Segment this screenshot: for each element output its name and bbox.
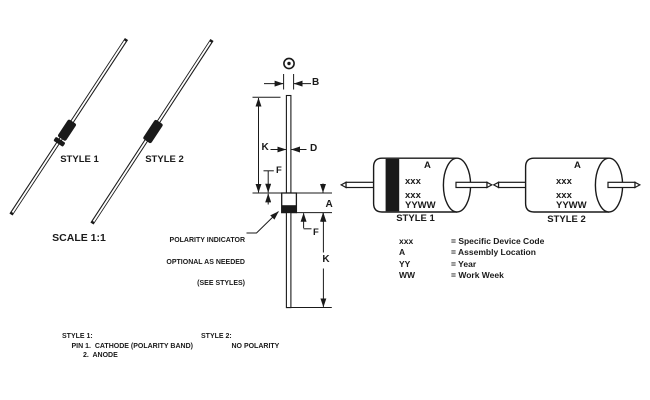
polarity-note-line1: POLARITY INDICATOR bbox=[169, 237, 245, 244]
scale-style1-label: STYLE 1 bbox=[60, 154, 99, 165]
marking-device-style1 bbox=[339, 157, 494, 213]
s1-right-lead-tip bbox=[486, 181, 494, 189]
polarity-note-line2: OPTIONAL AS NEEDED bbox=[166, 258, 245, 266]
legend-def-xxx: = Specific Device Code bbox=[451, 235, 545, 246]
polarity-leader-line bbox=[246, 211, 279, 234]
s2-mark-device-code-1: xxx bbox=[556, 175, 572, 187]
scale-diode-style1 bbox=[9, 37, 129, 216]
s2-mark-device-code-2: xxx bbox=[556, 189, 572, 201]
dim-label-b: B bbox=[312, 76, 320, 88]
s2-mark-assembly: A bbox=[574, 159, 581, 171]
polarity-note-line3: (SEE STYLES) bbox=[197, 280, 245, 288]
lead-end-view-outer bbox=[283, 57, 295, 70]
body-polarity-band bbox=[281, 205, 297, 213]
s1-left-lead bbox=[345, 181, 375, 189]
legend-term-ww: WW bbox=[399, 270, 416, 280]
s1-right-lead bbox=[455, 181, 488, 189]
legend-def-a: = Assembly Location bbox=[451, 247, 536, 257]
s2-right-lead-tip bbox=[634, 181, 642, 189]
marking-device-style2 bbox=[492, 157, 642, 213]
dim-label-d: D bbox=[310, 143, 318, 154]
polarity-indicator-note: POLARITY INDICATOR OPTIONAL AS NEEDED (S… bbox=[155, 223, 245, 302]
s2-left-lead-tip bbox=[492, 181, 500, 189]
legend-term-xxx: xxx bbox=[399, 235, 414, 246]
s1-mark-device-code-2: xxx bbox=[405, 189, 421, 201]
legend-def-yy: = Year bbox=[451, 258, 477, 269]
s1-cathode-band bbox=[385, 158, 400, 212]
dim-label-k-top: K bbox=[261, 141, 269, 153]
dim-label-k-bottom: K bbox=[322, 254, 330, 265]
s2-left-lead bbox=[497, 181, 528, 189]
lead-end-view-dot bbox=[287, 61, 291, 66]
s1-left-lead-tip bbox=[339, 181, 347, 189]
scale-ratio-label: SCALE 1:1 bbox=[52, 232, 106, 244]
lower-lead bbox=[285, 212, 292, 309]
s2-right-lead bbox=[607, 181, 636, 189]
dim-label-f-top: F bbox=[276, 165, 282, 176]
diode2-body bbox=[143, 119, 163, 144]
legend-term-yy: YY bbox=[399, 258, 411, 269]
legend-def-ww: = Work Week bbox=[451, 270, 504, 280]
diode1-polarity-band bbox=[53, 137, 65, 147]
s2-body bbox=[524, 157, 609, 213]
s2-device-label: STYLE 2 bbox=[547, 213, 586, 225]
s1-mark-device-code-1: xxx bbox=[405, 175, 421, 187]
note-style1-pin1: PIN 1. CATHODE (POLARITY BAND) bbox=[71, 342, 193, 350]
note-style1-pin2: 2. ANODE bbox=[83, 352, 118, 359]
s1-mark-assembly: A bbox=[424, 159, 431, 171]
scale-diode-style2 bbox=[90, 38, 214, 225]
s2-mark-date-code: YYWW bbox=[556, 200, 587, 211]
note-style2-body: NO POLARITY bbox=[231, 342, 280, 350]
note-style2-title: STYLE 2: bbox=[201, 332, 232, 340]
s1-mark-date-code: YYWW bbox=[405, 200, 436, 211]
dim-label-f-bottom: F bbox=[313, 227, 319, 238]
note-style1-title: STYLE 1: bbox=[62, 333, 93, 340]
upper-lead bbox=[285, 94, 292, 194]
s1-device-label: STYLE 1 bbox=[396, 213, 435, 224]
dimension-drawing bbox=[246, 57, 332, 309]
diode1-body bbox=[58, 119, 76, 141]
scale-style2-label: STYLE 2 bbox=[145, 153, 184, 165]
legend-term-a: A bbox=[399, 247, 406, 257]
dim-label-a: A bbox=[325, 199, 333, 210]
